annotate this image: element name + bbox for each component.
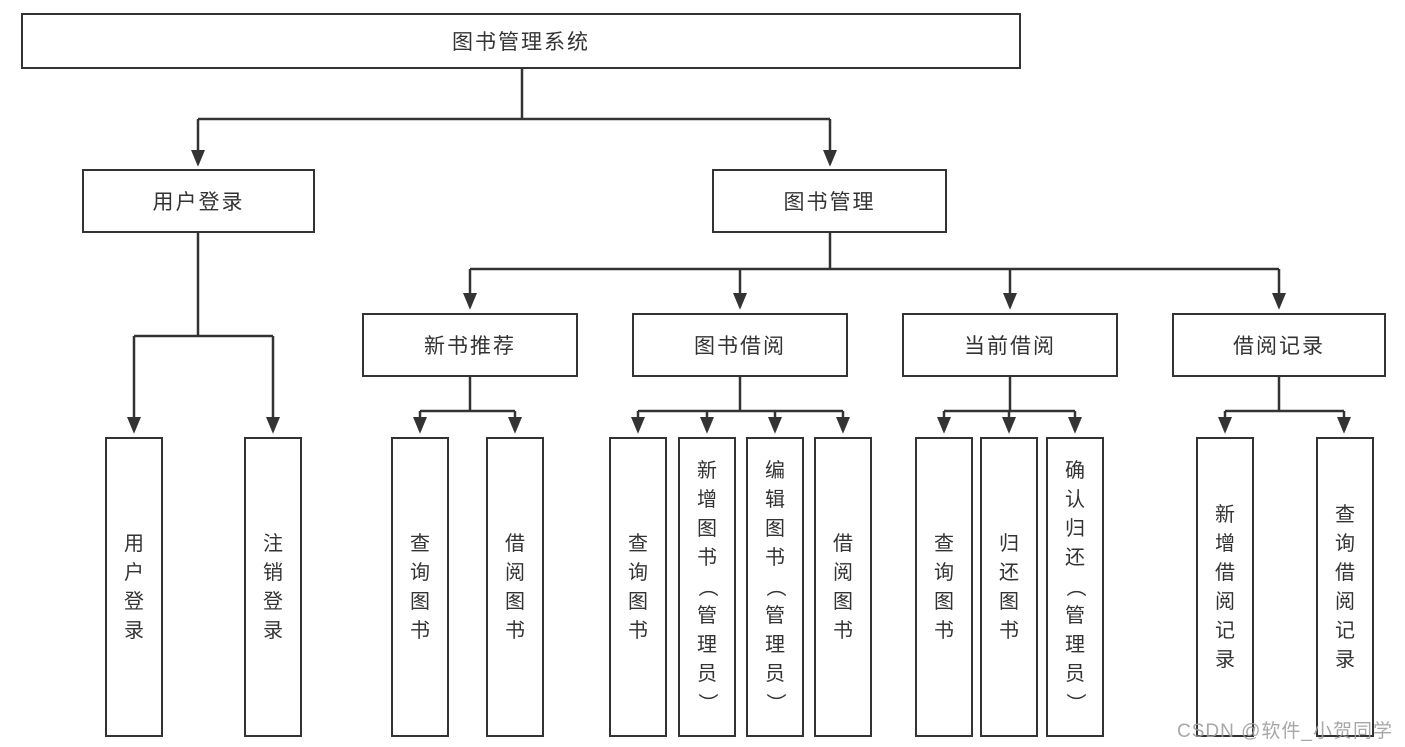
leaf-logout: 注销登录 bbox=[244, 437, 302, 737]
node-root-library-system: 图书管理系统 bbox=[21, 13, 1021, 69]
leaf-nbr-borrow-book: 借阅图书 bbox=[486, 437, 544, 737]
node-book-borrowing: 图书借阅 bbox=[632, 313, 848, 377]
leaf-cb-return-book: 归还图书 bbox=[980, 437, 1038, 737]
leaf-user-login: 用户登录 bbox=[105, 437, 163, 737]
leaf-cb-confirm-return-admin: 确认归还（管理员） bbox=[1046, 437, 1104, 737]
node-user-login: 用户登录 bbox=[82, 169, 315, 233]
leaf-bb-query-book: 查询图书 bbox=[609, 437, 667, 737]
node-borrowing-records: 借阅记录 bbox=[1172, 313, 1386, 377]
leaf-cb-query-book: 查询图书 bbox=[915, 437, 973, 737]
leaf-bb-borrow-book: 借阅图书 bbox=[814, 437, 872, 737]
node-new-book-recommend: 新书推荐 bbox=[362, 313, 578, 377]
node-current-borrowing: 当前借阅 bbox=[902, 313, 1118, 377]
leaf-bb-edit-book-admin: 编辑图书（管理员） bbox=[746, 437, 804, 737]
csdn-watermark: CSDN @软件_小贺同学 bbox=[1177, 721, 1393, 742]
leaf-bb-add-book-admin: 新增图书（管理员） bbox=[678, 437, 736, 737]
leaf-br-add-record: 新增借阅记录 bbox=[1196, 437, 1254, 737]
node-book-management: 图书管理 bbox=[712, 169, 947, 233]
leaf-br-query-record: 查询借阅记录 bbox=[1316, 437, 1374, 737]
leaf-nbr-query-book: 查询图书 bbox=[391, 437, 449, 737]
